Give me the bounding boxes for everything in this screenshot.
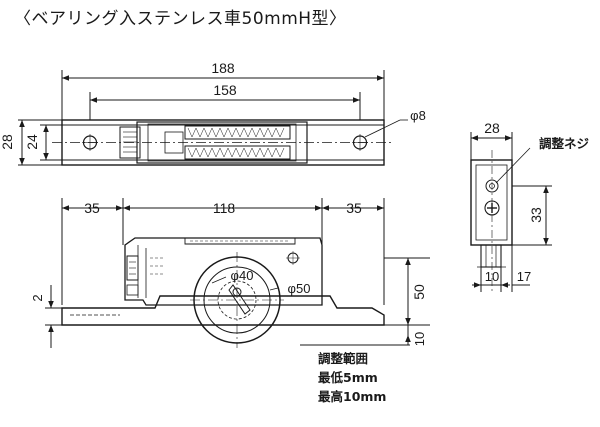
adjust-range-title: 調整範囲	[318, 351, 368, 366]
dim-24-top: 24	[24, 134, 40, 150]
dim-28-top: 28	[0, 134, 15, 150]
housing	[124, 237, 323, 306]
bearing-upper	[184, 125, 291, 140]
dim-wheel-inner: φ40	[231, 268, 254, 283]
adjust-range-note: 調整範囲 最低5mm 最高10mm	[318, 351, 386, 404]
end-view	[470, 132, 552, 292]
dim-33: 33	[528, 207, 544, 223]
base-plate	[61, 295, 385, 326]
top-view-labels: 188 158 28 24 φ8	[0, 60, 426, 150]
dim-35-right: 35	[346, 200, 362, 216]
end-wheel-stub	[480, 244, 502, 268]
dim-158: 158	[213, 82, 237, 98]
adjust-screw-block	[119, 126, 141, 159]
screw-label: 調整ネジ	[539, 136, 590, 151]
side-view	[45, 198, 430, 348]
dim-50: 50	[411, 284, 427, 300]
bearing-lower	[184, 145, 291, 160]
adjust-range-max: 最高10mm	[318, 389, 386, 404]
end-view-labels: 28 調整ネジ 33 10 17	[484, 120, 589, 284]
side-screw	[126, 255, 139, 281]
dim-17: 17	[517, 269, 531, 284]
dim-wheel-outer: φ50	[288, 281, 311, 296]
adjust-range-min: 最低5mm	[318, 370, 378, 385]
dim-188: 188	[211, 60, 235, 76]
dim-2: 2	[30, 294, 45, 301]
dim-10-end: 10	[485, 269, 499, 284]
end-screw-top	[485, 179, 499, 193]
dim-hole-dia: φ8	[410, 108, 426, 123]
side-view-labels: 35 118 35 2 φ40 φ50 50 10	[30, 200, 427, 346]
dim-28-end: 28	[484, 120, 500, 136]
dim-10-side: 10	[412, 332, 427, 346]
dim-35-left: 35	[84, 200, 100, 216]
page-title: 〈ベアリング入ステンレス車50mmH型〉	[14, 9, 347, 29]
top-view	[18, 70, 408, 166]
wheel-bearing	[217, 280, 257, 320]
adjust-lever	[228, 284, 251, 315]
dim-118: 118	[213, 200, 236, 216]
